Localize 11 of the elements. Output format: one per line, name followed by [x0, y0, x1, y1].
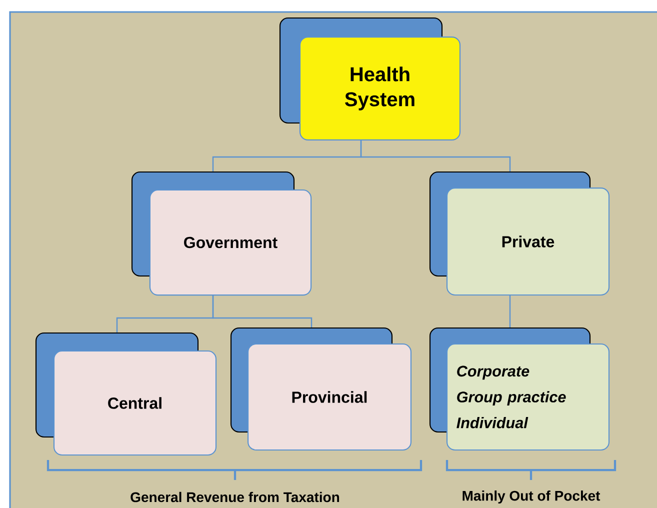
connector [212, 295, 312, 328]
connector [360, 140, 511, 172]
bracket-label: Mainly Out of Pocket [462, 490, 600, 504]
org-box: Private [429, 171, 610, 296]
org-box: Government [131, 171, 312, 296]
org-box: Central [35, 332, 217, 456]
org-box: Corporate Group practice Individual [429, 327, 610, 451]
bracket-label: General Revenue from Taxation [130, 492, 340, 502]
org-box: Health System [279, 17, 461, 140]
connector [509, 295, 511, 328]
org-box: Provincial [230, 327, 412, 451]
